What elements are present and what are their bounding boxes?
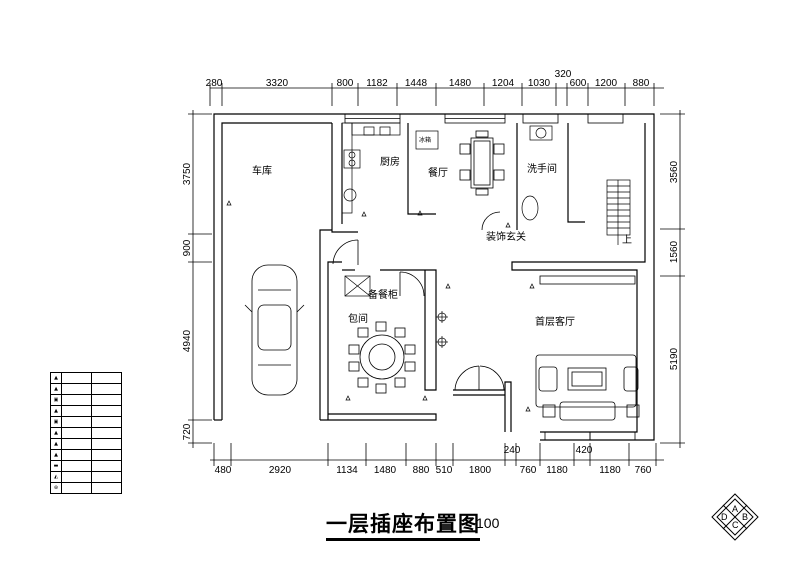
room-label-garage: 车库 bbox=[252, 164, 272, 177]
legend-text-10 bbox=[61, 471, 92, 483]
room-label-kitchen: 厨房 bbox=[380, 155, 400, 168]
legend-text-5 bbox=[61, 416, 92, 428]
legend-icon-3: ▣ bbox=[50, 394, 62, 406]
dim-bottom-12: 1180 bbox=[599, 465, 621, 476]
dim-top-10: 600 bbox=[570, 78, 587, 89]
room-label-dining: 餐厅 bbox=[428, 166, 448, 179]
dim-bottom-5: 880 bbox=[413, 465, 430, 476]
legend-text-2 bbox=[61, 383, 92, 395]
legend-icon-10: ◭ bbox=[50, 471, 62, 483]
drawing-scale: 100 bbox=[476, 515, 500, 531]
fridge-label: 冰箱 bbox=[419, 136, 431, 144]
dim-top-6: 1480 bbox=[449, 78, 472, 89]
legend-icon-7: ▲ bbox=[50, 438, 62, 450]
dim-top-11: 1200 bbox=[595, 78, 618, 89]
dim-bottom-9: 760 bbox=[520, 465, 537, 476]
legend-text-11 bbox=[61, 482, 92, 494]
legend-icon-8: ▲ bbox=[50, 449, 62, 461]
staircase bbox=[606, 179, 631, 245]
dim-bottom-8: 240 bbox=[504, 445, 521, 456]
stair-up-label: 上 bbox=[622, 234, 632, 246]
drawing-title: 一层插座布置图 bbox=[326, 511, 480, 541]
dim-top-7: 1204 bbox=[492, 78, 515, 89]
washroom-fixtures bbox=[521, 125, 553, 221]
dim-top-8: 1030 bbox=[528, 78, 551, 89]
compass-icon bbox=[711, 493, 759, 541]
room-label-private-room: 包间 bbox=[348, 312, 368, 325]
legend-icon-4: ▲ bbox=[50, 405, 62, 417]
legend-text-3 bbox=[61, 394, 92, 406]
room-label-washroom: 洗手间 bbox=[527, 162, 557, 175]
dim-top-1: 280 bbox=[206, 78, 223, 89]
legend-text-4 bbox=[61, 405, 92, 417]
room-label-foyer: 装饰玄关 bbox=[486, 230, 526, 243]
left-dimension-line bbox=[188, 110, 212, 448]
dim-bottom-4: 1480 bbox=[374, 465, 397, 476]
right-dimension-line bbox=[660, 110, 685, 448]
outer-walls bbox=[213, 113, 655, 441]
dim-bottom-3: 1134 bbox=[336, 465, 358, 476]
cabinet-icon bbox=[344, 275, 371, 297]
round-table-icon bbox=[348, 321, 416, 394]
dim-top-4: 1182 bbox=[366, 78, 388, 89]
legend-text-1 bbox=[61, 372, 92, 384]
dining-table-icon bbox=[459, 130, 505, 196]
dim-bottom-1: 480 bbox=[215, 465, 232, 476]
dim-bottom-13: 760 bbox=[635, 465, 652, 476]
legend-icon-11: ⊛ bbox=[50, 482, 62, 494]
legend-icon-6: ▲ bbox=[50, 427, 62, 439]
legend-text-9 bbox=[61, 460, 92, 472]
dim-right-1: 3560 bbox=[669, 160, 680, 183]
car-icon bbox=[244, 264, 305, 396]
dim-left-4: 720 bbox=[182, 423, 193, 440]
dim-top-3: 800 bbox=[337, 78, 354, 89]
compass-d: D bbox=[721, 512, 728, 522]
dim-bottom-7: 1800 bbox=[469, 465, 492, 476]
legend-icon-2: ▲ bbox=[50, 383, 62, 395]
legend-icon-5: ▣ bbox=[50, 416, 62, 428]
dim-right-3: 5190 bbox=[669, 347, 680, 370]
room-label-living: 首层客厅 bbox=[535, 315, 575, 328]
dim-right-2: 1560 bbox=[669, 240, 680, 263]
compass-a: A bbox=[732, 504, 738, 514]
legend-table: ▲ ▲ ▣ ▲ ▣ ▲ ▲ ▲ ▬ ◭ ⊛ bbox=[50, 372, 122, 494]
dim-top-12: 880 bbox=[633, 78, 650, 89]
legend-text-7 bbox=[61, 438, 92, 450]
legend-text-6 bbox=[61, 427, 92, 439]
compass-b: B bbox=[742, 512, 748, 522]
socket-symbols bbox=[226, 200, 535, 412]
dim-top-2: 3320 bbox=[266, 78, 289, 89]
light-symbols bbox=[436, 311, 448, 348]
dim-bottom-10: 1180 bbox=[546, 465, 568, 476]
legend-text-8 bbox=[61, 449, 92, 461]
dim-bottom-6: 510 bbox=[436, 465, 453, 476]
dim-top-5: 1448 bbox=[405, 78, 428, 89]
bottom-dimension-line bbox=[210, 443, 664, 466]
kitchen-counter bbox=[341, 122, 439, 214]
doors bbox=[332, 211, 505, 391]
dim-left-1: 3750 bbox=[182, 162, 193, 185]
sofa-set-icon bbox=[535, 354, 640, 421]
room-label-cabinet: 备餐柜 bbox=[368, 288, 398, 301]
dim-bottom-11: 420 bbox=[576, 445, 593, 456]
windows bbox=[344, 113, 636, 441]
compass-c: C bbox=[732, 520, 739, 530]
dim-left-3: 4940 bbox=[182, 329, 193, 352]
dim-left-2: 900 bbox=[182, 239, 193, 256]
legend-icon-1: ▲ bbox=[50, 372, 62, 384]
dim-bottom-2: 2920 bbox=[269, 465, 292, 476]
dim-top-9: 320 bbox=[555, 69, 572, 80]
legend-icon-9: ▬ bbox=[50, 460, 62, 472]
top-dimension-line bbox=[209, 83, 664, 106]
